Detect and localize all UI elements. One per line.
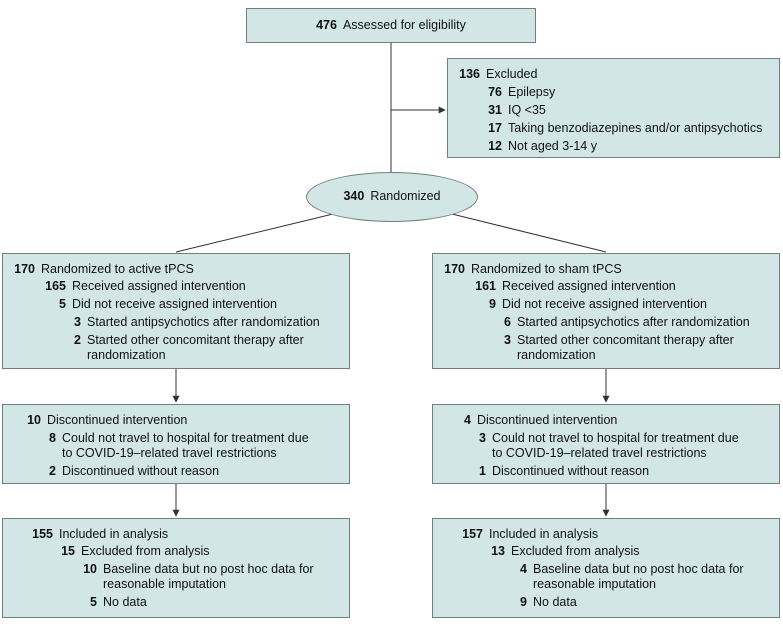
active-followup-reason-continuation: to COVID-19–related travel restrictions	[62, 446, 277, 460]
line-randomized-to-sham	[451, 213, 607, 253]
sham-allocation-box: 170 Randomized to sham tPCS 161 Received a…	[432, 253, 780, 369]
sham-received-label: Received assigned intervention	[502, 279, 676, 293]
sham-excluded-label: Excluded from analysis	[511, 544, 640, 558]
active-randomized-label: Randomized to active tPCS	[41, 262, 194, 276]
active-included-label: Included in analysis	[59, 527, 169, 541]
sham-analysis-reason-continuation: reasonable imputation	[533, 577, 656, 591]
active-received-label: Received assigned intervention	[72, 279, 246, 293]
active-analysis-reason-continuation: reasonable imputation	[103, 577, 226, 591]
active-excluded-label: Excluded from analysis	[81, 544, 210, 558]
excluded-label: Excluded	[486, 67, 538, 81]
sham-randomized-label: Randomized to sham tPCS	[471, 262, 622, 276]
sham-not-received-count: 9	[489, 297, 496, 311]
sham-followup-reason-continuation: to COVID-19–related travel restrictions	[492, 446, 707, 460]
randomized-count: 340	[343, 189, 365, 203]
randomized-label: Randomized	[370, 189, 441, 203]
sham-excluded-count: 13	[491, 544, 505, 558]
active-received-count: 165	[45, 279, 66, 293]
assessed-count: 476	[316, 18, 337, 32]
active-not-received-label: Did not receive assigned intervention	[72, 297, 277, 311]
active-not-received-count: 5	[59, 297, 66, 311]
active-discontinued-count: 10	[27, 413, 41, 427]
sham-not-received-label: Did not receive assigned intervention	[502, 297, 707, 311]
active-excluded-count: 15	[61, 544, 75, 558]
active-allocation-box: 170 Randomized to active tPCS 165 Received…	[2, 253, 350, 369]
assessed-label: Assessed for eligibility	[342, 18, 466, 32]
line-randomized-to-active	[175, 213, 334, 253]
sham-randomized-count: 170	[444, 262, 465, 276]
active-analysis-box: 155 Included in analysis 15 Excluded from …	[2, 518, 350, 618]
sham-analysis-box: 157 Included in analysis 13 Excluded from …	[432, 518, 780, 618]
sham-included-count: 157	[462, 527, 483, 541]
assessed-box: 476 Assessed for eligibility	[246, 8, 536, 43]
active-randomized-count: 170	[14, 262, 35, 276]
sham-reason-continuation: randomization	[517, 348, 596, 362]
active-included-count: 155	[32, 527, 53, 541]
active-discontinued-label: Discontinued intervention	[47, 413, 188, 427]
randomized-oval: 340 Randomized	[306, 172, 478, 222]
sham-discontinued-count: 4	[464, 413, 471, 427]
active-reason-continuation: randomization	[87, 348, 166, 362]
sham-received-count: 161	[475, 279, 496, 293]
sham-included-label: Included in analysis	[489, 527, 599, 541]
excluded-count: 136	[459, 67, 480, 81]
sham-discontinued-label: Discontinued intervention	[477, 413, 618, 427]
